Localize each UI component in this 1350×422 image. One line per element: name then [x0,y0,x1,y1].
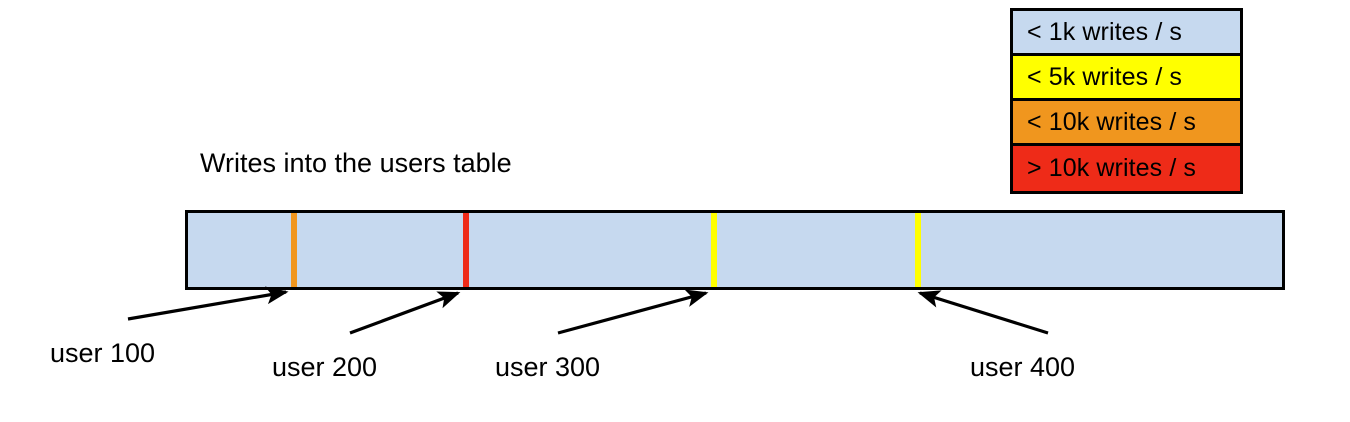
legend-row-lt-10k: < 10k writes / s [1013,101,1240,146]
stripe-user-300 [711,213,717,287]
chart-title: Writes into the users table [200,148,512,178]
label-user-400: user 400 [970,352,1076,382]
writes-per-second-legend: < 1k writes / s < 5k writes / s < 10k wr… [1010,8,1243,194]
legend-label-lt-1k: < 1k writes / s [1027,17,1183,46]
label-user-300: user 300 [495,352,601,382]
arrow-user-400 [917,290,1049,335]
legend-label-lt-5k: < 5k writes / s [1027,62,1183,91]
arrow-user-300 [557,289,709,335]
legend-row-lt-5k: < 5k writes / s [1013,56,1240,101]
stripe-user-400 [915,213,921,287]
arrow-user-200 [349,291,461,335]
legend-row-gt-10k: > 10k writes / s [1013,146,1240,191]
stripe-user-100 [291,213,297,287]
legend-row-lt-1k: < 1k writes / s [1013,11,1240,56]
legend-label-lt-10k: < 10k writes / s [1027,107,1197,136]
label-user-100: user 100 [50,338,156,368]
arrow-user-100 [127,286,289,321]
stripe-user-200 [463,213,469,287]
label-user-200: user 200 [272,352,378,382]
users-table-bar [185,210,1285,290]
legend-label-gt-10k: > 10k writes / s [1027,154,1197,182]
